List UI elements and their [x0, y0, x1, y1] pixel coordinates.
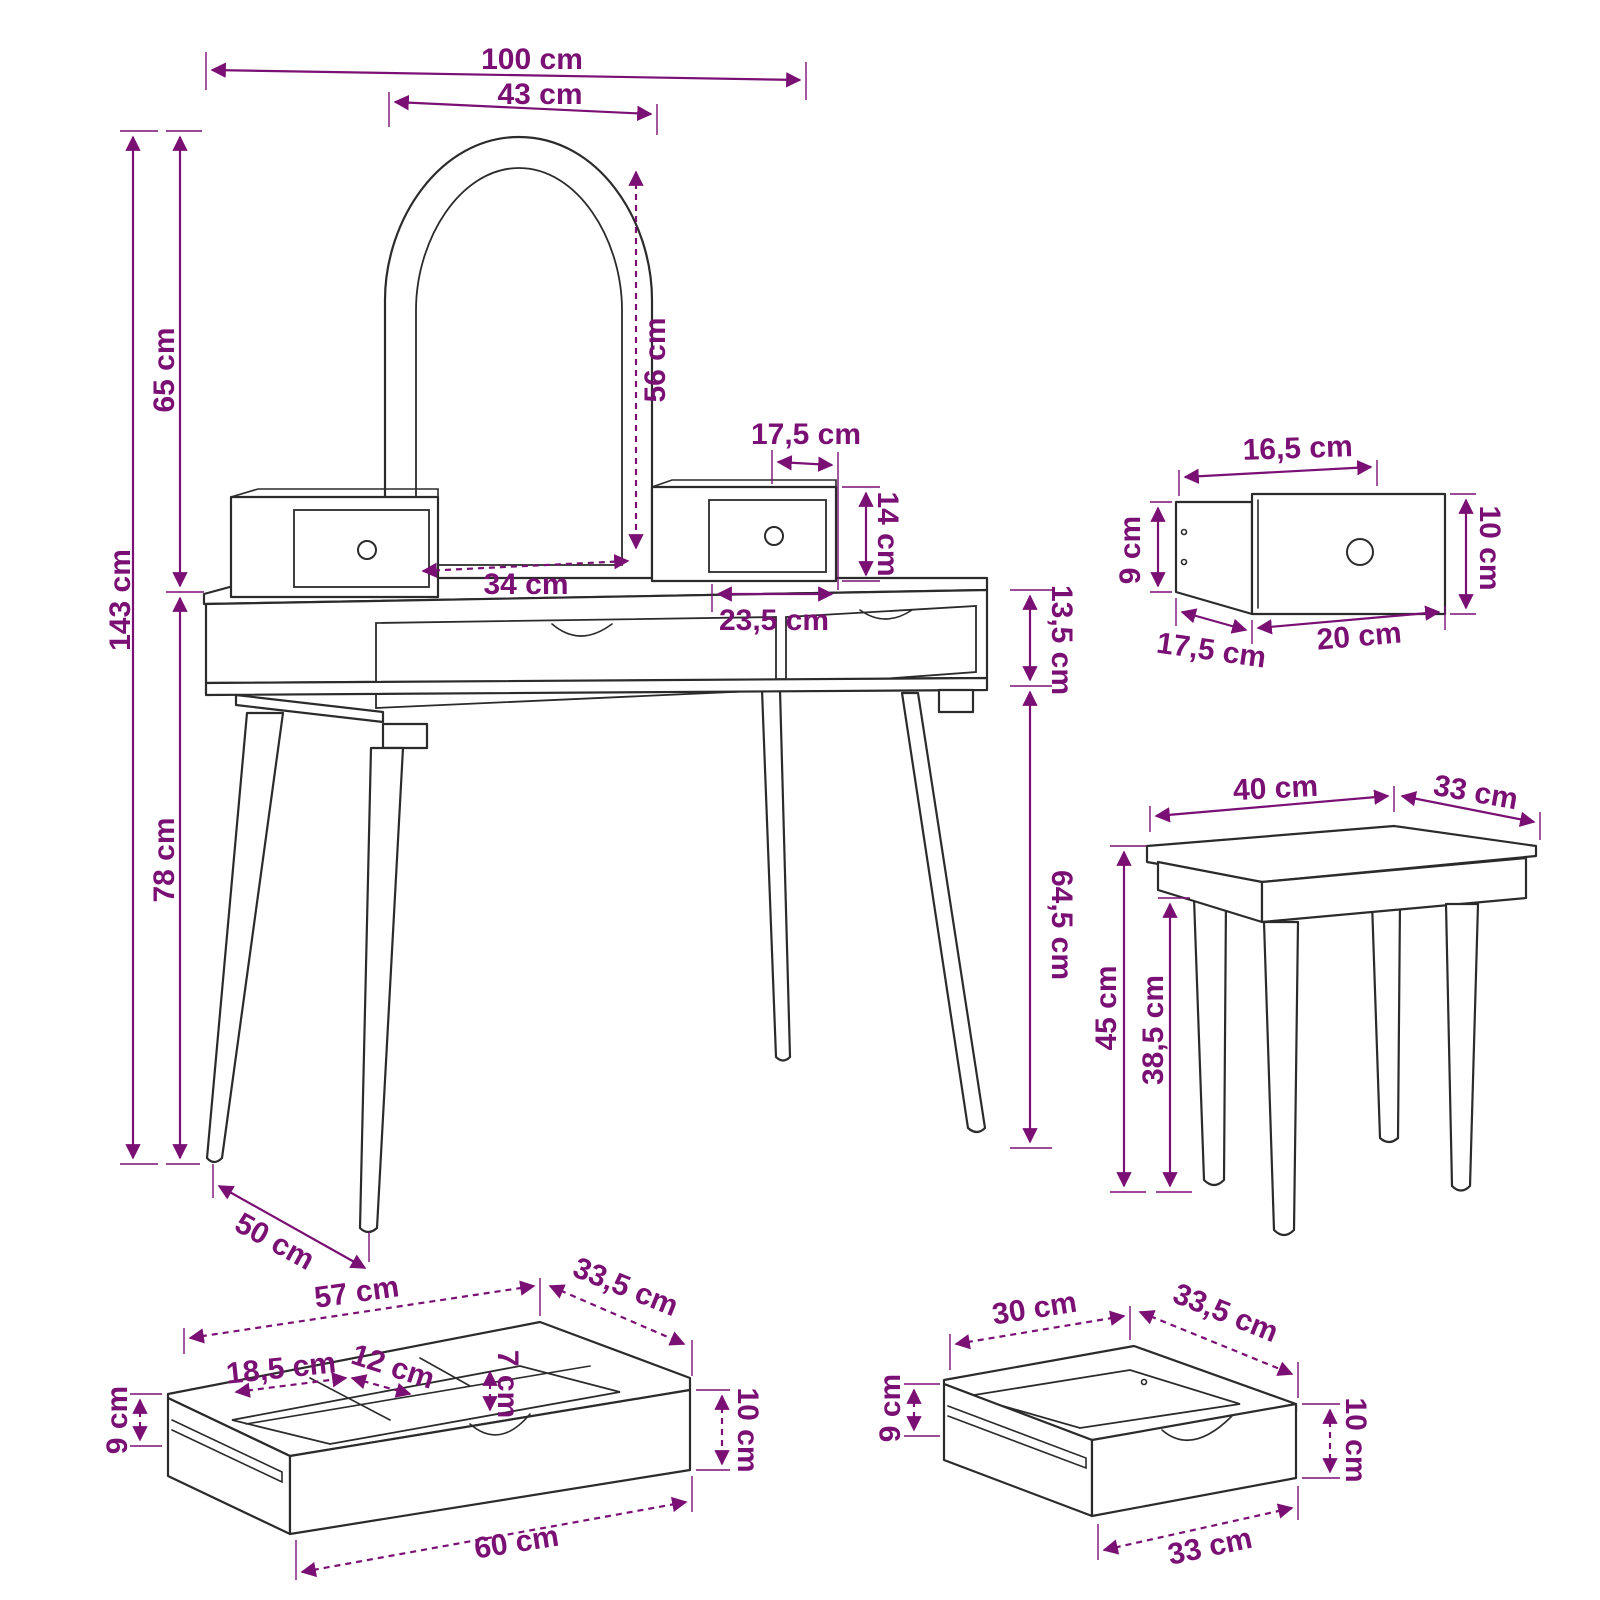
- small-drawer-screw-top: [1180, 528, 1188, 536]
- vanity-front-leg-left: [205, 711, 285, 1164]
- dim-line-mirror-frame: [393, 94, 653, 122]
- medium-drawer-screw: [1140, 1378, 1148, 1386]
- dim-line-medium-drawer-depth: [1138, 1310, 1294, 1376]
- label-stool-depth: 33 cm: [1431, 769, 1521, 816]
- dim-line-large-drawer-depth: [548, 1284, 686, 1346]
- drawer-knob-left: [357, 540, 377, 560]
- small-drawer-detail-knob: [1346, 538, 1374, 566]
- label-small-drawer-height: 14 cm: [871, 491, 904, 576]
- dim-line-small-drawer-width: [776, 455, 834, 472]
- label-large-drawer-depth: 33,5 cm: [568, 1251, 682, 1323]
- label-medium-drawer-front-width: 33 cm: [1165, 1522, 1255, 1572]
- stool-front-leg-left: [1262, 920, 1300, 1237]
- drawer-handle-cutout-left: [551, 623, 613, 637]
- dim-line-small-drawer-front-width: [1256, 605, 1441, 635]
- label-large-drawer-front-width: 60 cm: [472, 1520, 561, 1566]
- mirror-glass: [415, 167, 623, 566]
- dim-line-large-drawer-length: [188, 1280, 536, 1344]
- label-mirror-glass-width: 34 cm: [483, 568, 568, 601]
- large-drawer: 57 cm 33,5 cm 18,5 cm 12 cm 7 cm 9 cm 10…: [101, 1251, 764, 1580]
- vanity-back-leg-right: [900, 691, 987, 1134]
- label-medium-drawer-inner-height: 9 cm: [874, 1374, 907, 1442]
- stool-seat-top: [1145, 824, 1538, 884]
- label-apron-height: 13,5 cm: [1045, 585, 1078, 695]
- label-stool-width: 40 cm: [1232, 770, 1319, 807]
- vanity-bottom-rail: [204, 676, 989, 697]
- label-medium-drawer-depth: 33,5 cm: [1168, 1277, 1282, 1349]
- label-small-drawer-width: 17,5 cm: [751, 418, 861, 451]
- small-drawer-body: [1174, 500, 1254, 616]
- medium-drawer-runner: [947, 1405, 1087, 1470]
- drawer-handle-cutout-right: [859, 609, 913, 620]
- dim-line-total-width: [210, 62, 802, 88]
- vanity-back-leg-left: [760, 688, 792, 1062]
- stool-front-leg-right: [1444, 902, 1480, 1192]
- dim-line-compartment-width: [234, 1372, 348, 1398]
- leg-block-back-right: [937, 688, 975, 714]
- medium-drawer-handle-cutout: [1161, 1415, 1233, 1442]
- stool-back-leg-right: [1370, 900, 1402, 1144]
- stool: 40 cm 33 cm 45 cm 38,5 cm: [1090, 769, 1541, 1237]
- label-medium-drawer-front-height: 10 cm: [1339, 1397, 1372, 1482]
- label-stool-leg-height: 38,5 cm: [1137, 975, 1170, 1085]
- medium-drawer-tray: [967, 1369, 1241, 1429]
- label-mirror-height: 56 cm: [639, 317, 672, 402]
- small-drawer-detail: 16,5 cm 9 cm 10 cm 17,5 cm 20 cm: [1114, 430, 1506, 674]
- label-total-width: 100 cm: [481, 43, 583, 76]
- dim-line-stool-width: [1154, 789, 1390, 823]
- dim-line-mirror-glass: [421, 553, 630, 579]
- vanity-front-leg-right: [358, 746, 405, 1234]
- small-drawer-screw-bottom: [1180, 558, 1188, 566]
- large-drawer-runner: [171, 1419, 283, 1484]
- small-drawer-box-left-top: [230, 488, 439, 498]
- dim-line-stool-depth: [1400, 791, 1536, 827]
- label-small-drawer-front-height: 10 cm: [1473, 505, 1506, 590]
- divider-main: [245, 1365, 591, 1425]
- stool-back-leg-left: [1192, 896, 1228, 1187]
- label-leg-height: 64,5 cm: [1045, 870, 1078, 980]
- label-total-height: 143 cm: [104, 549, 137, 651]
- medium-drawer: 30 cm 33,5 cm 9 cm 10 cm 33 cm: [874, 1277, 1372, 1571]
- label-box-gap: 23,5 cm: [719, 604, 829, 637]
- drawer-knob-right: [764, 526, 784, 546]
- label-upper-section-height: 65 cm: [148, 327, 181, 412]
- dim-line-small-drawer-depth: [1180, 608, 1248, 634]
- medium-drawer-front: [1090, 1402, 1298, 1518]
- vanity-lower-frame: [234, 693, 385, 724]
- label-small-drawer-inner-height: 9 cm: [1114, 516, 1147, 584]
- label-large-drawer-front-height: 10 cm: [731, 1387, 764, 1472]
- label-small-drawer-depth: 17,5 cm: [1155, 627, 1269, 675]
- dim-line-small-drawer-top-width: [1183, 460, 1373, 484]
- dim-line-vanity-depth: [217, 1185, 367, 1269]
- divider-2: [419, 1357, 471, 1387]
- label-mirror-frame-width: 43 cm: [497, 78, 582, 111]
- large-drawer-tray: [231, 1365, 621, 1445]
- label-divider-height: 7 cm: [491, 1350, 524, 1418]
- large-drawer-handle-cutout: [469, 1413, 531, 1436]
- small-drawer-box-right-top: [651, 479, 837, 488]
- label-stool-height: 45 cm: [1090, 965, 1123, 1050]
- vanity-table: [202, 135, 989, 1234]
- label-small-drawer-top-width: 16,5 cm: [1242, 430, 1353, 467]
- label-large-drawer-inner-height: 9 cm: [101, 1386, 134, 1454]
- label-table-height: 78 cm: [148, 817, 181, 902]
- label-small-drawer-front-width: 20 cm: [1315, 616, 1403, 656]
- vanity-dimension-lines: [120, 52, 1052, 1269]
- leg-block-front-left: [381, 722, 429, 750]
- stool-apron-front: [1260, 856, 1528, 924]
